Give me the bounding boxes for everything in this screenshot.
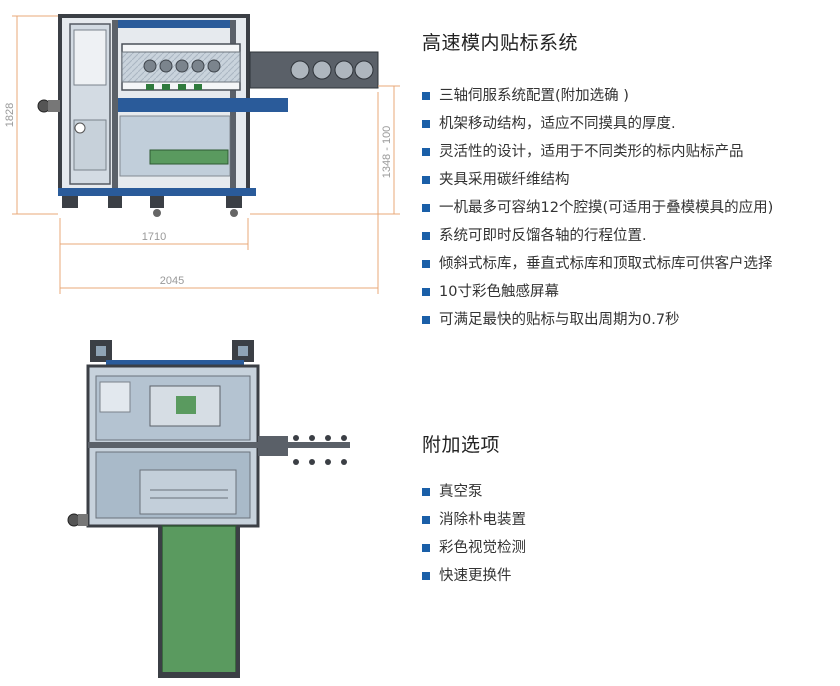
square-bullet-icon <box>422 572 430 580</box>
list-item: 10寸彩色触感屏幕 <box>422 278 773 306</box>
list-item: 夹具采用碳纤维结构 <box>422 166 773 194</box>
features-title: 高速模内贴标系统 <box>422 32 579 54</box>
list-item: 彩色视觉检测 <box>422 534 526 562</box>
options-panel: 附加选项 真空泵 消除朴电装置 彩色视觉检测 快速更换件 <box>422 430 526 590</box>
list-item: 可满足最快的贴标与取出周期为0.7秒 <box>422 306 773 334</box>
square-bullet-icon <box>422 516 430 524</box>
list-item: 消除朴电装置 <box>422 506 526 534</box>
features-panel: 高速模内贴标系统 三轴伺服系统配置(附加选确 ) 机架移动结构，适应不同摸具的厚… <box>422 28 773 334</box>
list-item: 倾斜式标库，垂直式标库和顶取式标库可供客户选择 <box>422 250 773 278</box>
square-bullet-icon <box>422 260 430 268</box>
list-item: 机架移动结构，适应不同摸具的厚度. <box>422 110 773 138</box>
square-bullet-icon <box>422 204 430 212</box>
options-list: 真空泵 消除朴电装置 彩色视觉检测 快速更换件 <box>422 478 526 590</box>
square-bullet-icon <box>422 148 430 156</box>
square-bullet-icon <box>422 232 430 240</box>
front-view-dimension-labels: 1828 1348 - 100 1710 2045 <box>4 103 393 287</box>
square-bullet-icon <box>422 316 430 324</box>
dim-width-inner: 1710 <box>142 231 166 243</box>
top-view-drawing <box>67 340 350 678</box>
square-bullet-icon <box>422 288 430 296</box>
list-item: 一机最多可容纳12个腔摸(可适用于叠模模具的应用) <box>422 194 773 222</box>
dim-height-total: 1828 <box>4 103 16 127</box>
dim-width-total: 2045 <box>160 275 184 287</box>
list-item: 系统可即时反馏各轴的行程位置. <box>422 222 773 250</box>
list-item: 真空泵 <box>422 478 526 506</box>
front-view-dimensions <box>12 15 400 294</box>
square-bullet-icon <box>422 176 430 184</box>
features-list: 三轴伺服系统配置(附加选确 ) 机架移动结构，适应不同摸具的厚度. 灵活性的设计… <box>422 82 773 334</box>
front-view-drawing <box>37 14 379 217</box>
options-title: 附加选项 <box>422 434 501 456</box>
list-item: 灵活性的设计，适用于不同类形的标内贴标产品 <box>422 138 773 166</box>
list-item: 快速更换件 <box>422 562 526 590</box>
dim-height-table: 1348 - 100 <box>381 126 393 179</box>
square-bullet-icon <box>422 544 430 552</box>
square-bullet-icon <box>422 92 430 100</box>
list-item: 三轴伺服系统配置(附加选确 ) <box>422 82 773 110</box>
square-bullet-icon <box>422 488 430 496</box>
square-bullet-icon <box>422 120 430 128</box>
